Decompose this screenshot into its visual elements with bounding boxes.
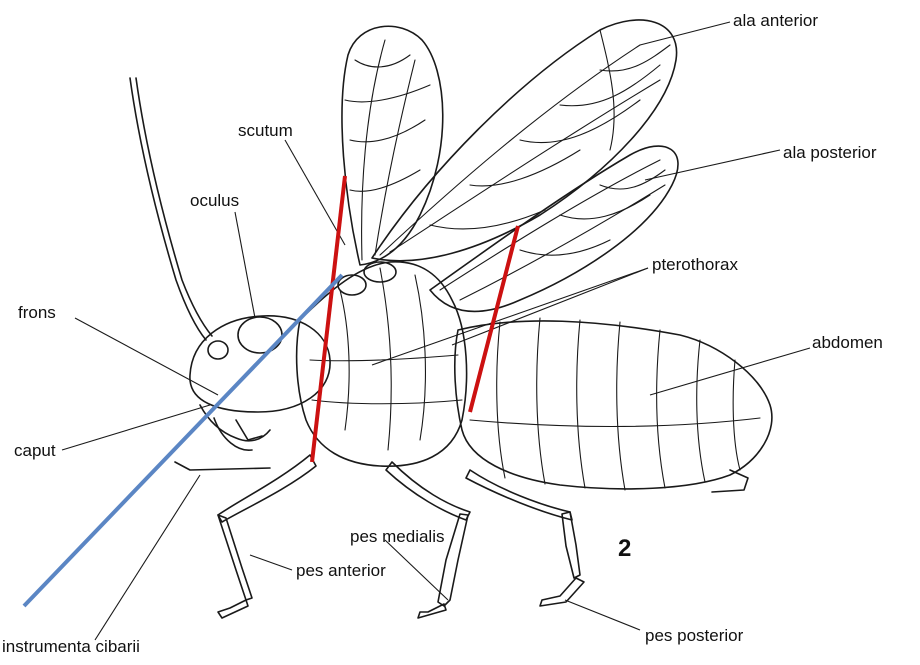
fore-wing bbox=[372, 20, 677, 261]
leg-anterior bbox=[218, 455, 316, 618]
label-pes-anterior: pes anterior bbox=[296, 561, 386, 580]
red-line-front bbox=[312, 176, 345, 462]
head bbox=[175, 316, 330, 470]
leg-posterior bbox=[466, 470, 584, 606]
label-instrumenta-cibarii: instrumenta cibarii bbox=[2, 637, 140, 656]
abdomen-body bbox=[455, 318, 772, 492]
label-scutum: scutum bbox=[238, 121, 293, 140]
leader-lines bbox=[62, 22, 810, 640]
figure-number: 2 bbox=[618, 535, 631, 562]
label-pterothorax: pterothorax bbox=[652, 255, 738, 274]
blue-diagonal-line bbox=[24, 275, 342, 606]
oculus-eye bbox=[238, 317, 282, 353]
label-pes-medialis: pes medialis bbox=[350, 527, 445, 546]
label-ala-posterior: ala posterior bbox=[783, 143, 877, 162]
label-frons: frons bbox=[18, 303, 56, 322]
red-line-rear bbox=[470, 226, 518, 412]
label-oculus: oculus bbox=[190, 191, 239, 210]
label-pes-posterior: pes posterior bbox=[645, 626, 744, 645]
label-abdomen: abdomen bbox=[812, 333, 883, 352]
label-ala-anterior: ala anterior bbox=[733, 11, 818, 30]
label-caput: caput bbox=[14, 441, 56, 460]
